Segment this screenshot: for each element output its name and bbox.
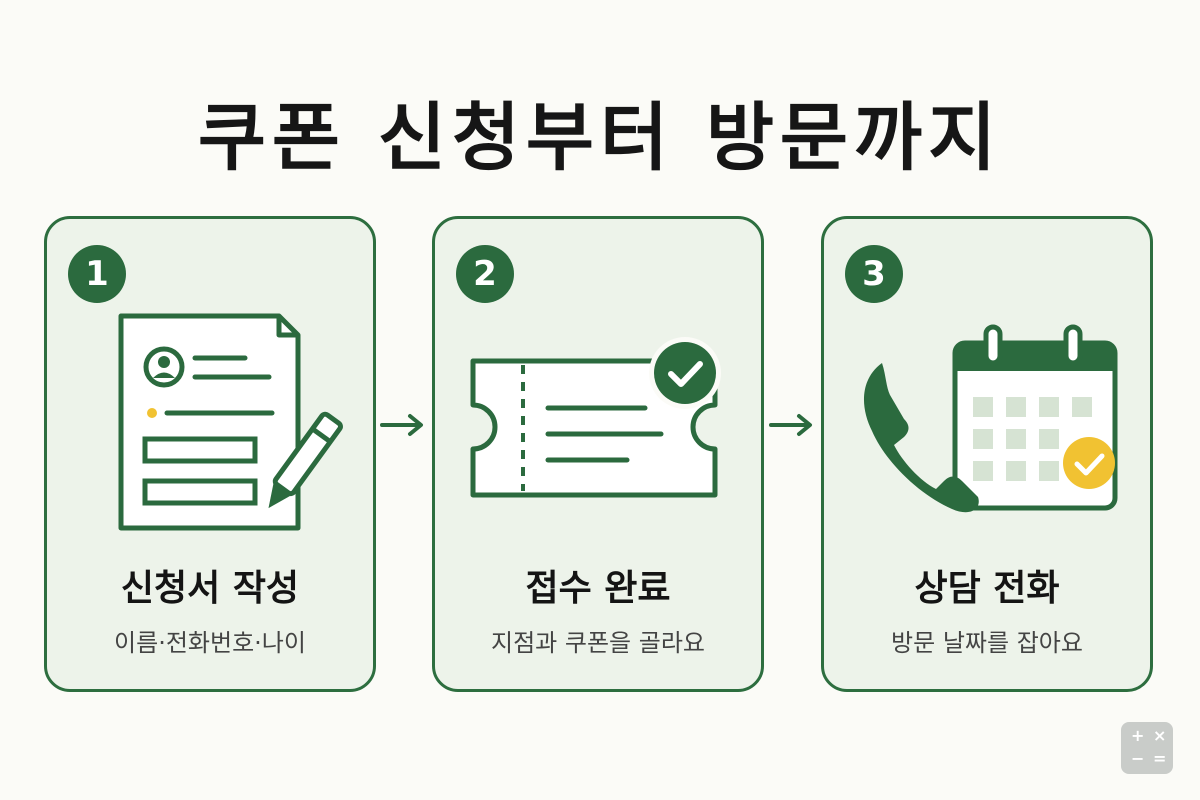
step-description-1: 이름·전화번호·나이 <box>114 629 306 657</box>
step-description-3: 방문 날짜를 잡아요 <box>891 629 1083 657</box>
step-card-1: 1 신청서 작성 이름·전화번호·나이 <box>44 216 376 692</box>
plus-symbol: + <box>1131 726 1145 745</box>
arrow-right-icon <box>769 414 812 436</box>
arrow-right-icon <box>380 414 423 436</box>
times-symbol: × <box>1153 726 1167 745</box>
step-title-3: 상담 전화 <box>914 568 1060 609</box>
step-title-2: 접수 완료 <box>525 568 671 609</box>
phone-calendar-check-icon <box>863 324 1118 513</box>
step-number-badge-2: 2 <box>456 245 514 303</box>
step-description-2: 지점과 쿠폰을 골라요 <box>491 629 705 657</box>
step-title-1: 신청서 작성 <box>120 568 300 609</box>
application-form-pen-icon <box>118 313 343 531</box>
equals-symbol: = <box>1153 749 1167 768</box>
calculator-icon: + × − = <box>1121 722 1173 774</box>
step-card-3: 3 상담 전화 방문 날짜를 잡아요 <box>821 216 1153 692</box>
step-card-2: 2 접수 완료 지점과 쿠폰을 골라요 <box>432 216 764 692</box>
step-number-badge-3: 3 <box>845 245 903 303</box>
step-number-badge-1: 1 <box>68 245 126 303</box>
page-title: 쿠폰 신청부터 방문까지 <box>197 95 1003 181</box>
minus-symbol: − <box>1131 749 1145 768</box>
coupon-ticket-check-icon <box>470 337 721 498</box>
